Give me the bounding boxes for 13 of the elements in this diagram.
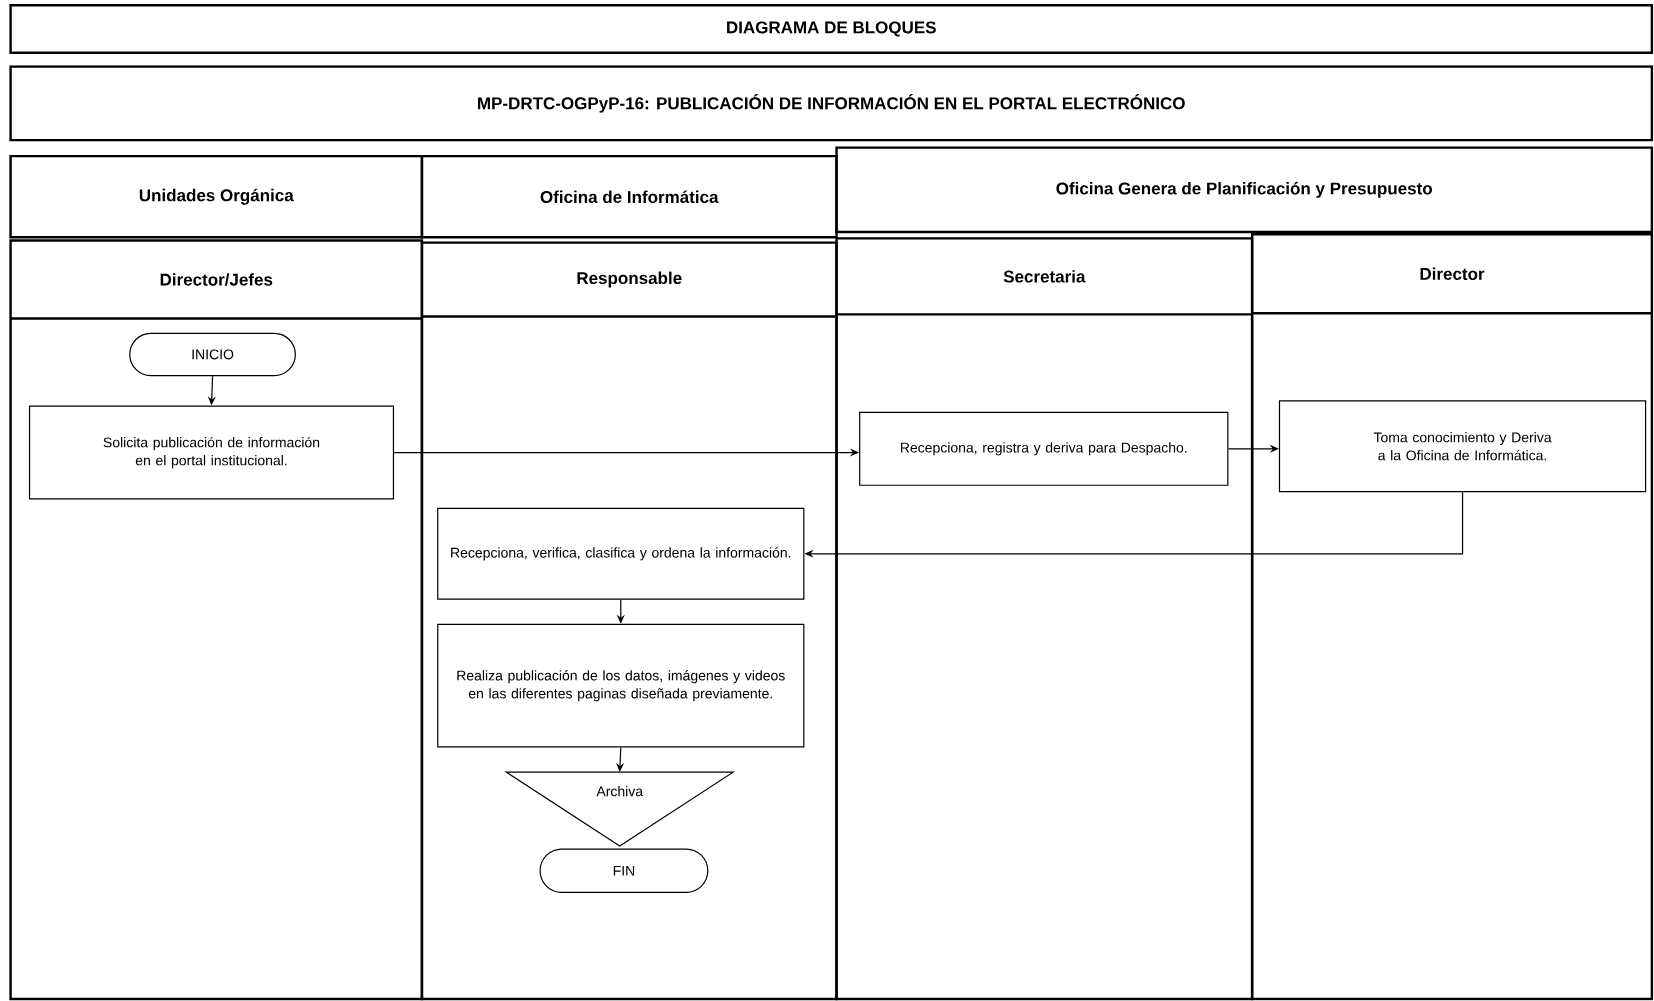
process-box: Realiza publicación de los datos, imágenes y videos en las diferentes paginas diseñada previamente. bbox=[437, 623, 805, 748]
process-box: Recepciona, verifica, clasifica y ordena la información. bbox=[437, 507, 805, 600]
process-box: Solicita publicación de información en el portal institucional. bbox=[28, 405, 395, 500]
terminator: INICIO bbox=[129, 332, 296, 377]
terminator: FIN bbox=[539, 848, 709, 893]
header-cell: DIAGRAMA DE BLOQUES bbox=[9, 4, 1654, 54]
arrow bbox=[616, 746, 625, 772]
process-box: Recepciona, registra y deriva para Despacho. bbox=[859, 411, 1229, 486]
header-cell: Oficina Genera de Planificación y Presupuesto bbox=[835, 146, 1654, 234]
header-cell: Oficina de Informática bbox=[420, 154, 838, 239]
header-cell: MP-DRTC-OGPyP-16: PUBLICACIÓN DE INFORMACIÓN EN EL PORTAL ELECTRÓNICO bbox=[9, 65, 1654, 142]
header-cell: Unidades Orgánica bbox=[9, 154, 424, 239]
process-box: Toma conocimiento y Deriva a la Oficina de Informática. bbox=[1278, 400, 1647, 493]
